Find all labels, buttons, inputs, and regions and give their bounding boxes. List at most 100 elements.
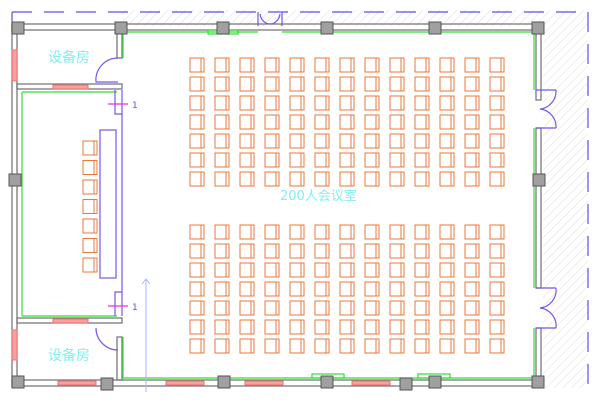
- seat: [364, 262, 380, 278]
- seat: [314, 114, 330, 130]
- door-top-equipment-room: [95, 57, 119, 83]
- seat: [214, 281, 230, 297]
- seat: [439, 76, 455, 92]
- structural-column: [399, 377, 413, 391]
- structural-column: [428, 21, 442, 35]
- structural-column: [216, 21, 230, 35]
- seat: [189, 57, 205, 73]
- seat: [364, 171, 380, 187]
- seat: [464, 224, 480, 240]
- seat: [314, 281, 330, 297]
- seat: [439, 243, 455, 259]
- seat: [264, 319, 280, 335]
- seat: [439, 338, 455, 354]
- seating: [82, 57, 505, 354]
- seat: [289, 262, 305, 278]
- seat: [189, 152, 205, 168]
- seat: [464, 57, 480, 73]
- seat: [314, 133, 330, 149]
- seat: [414, 224, 430, 240]
- seat: [439, 133, 455, 149]
- seat: [314, 76, 330, 92]
- seat: [464, 95, 480, 111]
- seat: [214, 171, 230, 187]
- seat: [239, 243, 255, 259]
- seat: [314, 262, 330, 278]
- seat: [314, 152, 330, 168]
- windows: [11, 49, 391, 386]
- seat: [439, 262, 455, 278]
- seat: [414, 152, 430, 168]
- seat: [289, 171, 305, 187]
- hatched-exterior-right: [543, 10, 588, 388]
- seat: [239, 114, 255, 130]
- section-marker-bottom-label: 1: [132, 303, 138, 313]
- seat: [339, 281, 355, 297]
- seat: [264, 133, 280, 149]
- seat: [364, 300, 380, 316]
- structural-column: [532, 173, 546, 187]
- seat: [264, 114, 280, 130]
- seat: [414, 114, 430, 130]
- seat: [439, 224, 455, 240]
- seat: [339, 338, 355, 354]
- door-right-lower: [536, 287, 557, 329]
- seat: [339, 76, 355, 92]
- seat: [189, 243, 205, 259]
- seat: [289, 76, 305, 92]
- seat: [439, 171, 455, 187]
- seat: [239, 171, 255, 187]
- seat: [489, 57, 505, 73]
- seat: [82, 218, 98, 234]
- seat: [264, 171, 280, 187]
- seat: [464, 243, 480, 259]
- seat: [239, 152, 255, 168]
- seat: [214, 224, 230, 240]
- seat: [389, 338, 405, 354]
- seat: [264, 95, 280, 111]
- seat: [82, 140, 98, 156]
- seat: [214, 152, 230, 168]
- seat: [489, 338, 505, 354]
- seat: [289, 114, 305, 130]
- seat: [189, 95, 205, 111]
- equipment-room-top-label: 设备房: [48, 49, 90, 66]
- seat: [364, 152, 380, 168]
- seat: [214, 243, 230, 259]
- seat: [314, 95, 330, 111]
- door-right-upper: [536, 89, 557, 129]
- doors: [95, 12, 557, 351]
- seat: [414, 76, 430, 92]
- seat: [239, 300, 255, 316]
- seat: [239, 133, 255, 149]
- seat: [339, 133, 355, 149]
- seat: [414, 281, 430, 297]
- seat: [389, 171, 405, 187]
- seat: [489, 171, 505, 187]
- seat: [464, 171, 480, 187]
- seat: [289, 57, 305, 73]
- door-bottom-equipment-room: [95, 327, 119, 351]
- structural-column: [11, 375, 25, 389]
- seat: [339, 262, 355, 278]
- seat: [464, 76, 480, 92]
- seat: [364, 133, 380, 149]
- seat: [389, 57, 405, 73]
- seat: [339, 114, 355, 130]
- seat: [239, 338, 255, 354]
- seat: [339, 152, 355, 168]
- seat: [264, 338, 280, 354]
- seat: [439, 319, 455, 335]
- seat: [189, 262, 205, 278]
- seat: [414, 338, 430, 354]
- seat: [82, 160, 98, 175]
- seat: [264, 152, 280, 168]
- seat: [289, 300, 305, 316]
- seat: [339, 319, 355, 335]
- seat: [464, 133, 480, 149]
- seat: [414, 57, 430, 73]
- seat: [264, 76, 280, 92]
- seat: [364, 243, 380, 259]
- seat: [364, 224, 380, 240]
